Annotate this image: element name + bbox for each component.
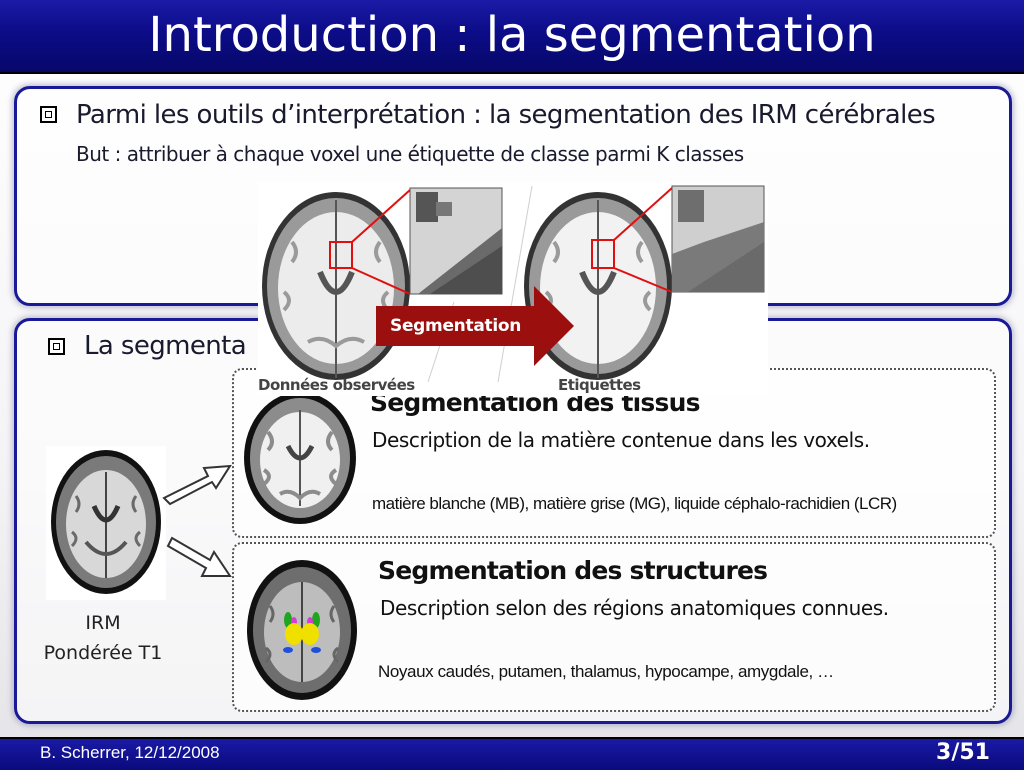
footer-bar <box>0 737 1024 770</box>
tissue-segmented-brain-image <box>240 386 360 526</box>
structure-segmented-brain-image <box>244 556 360 702</box>
tissue-segmentation-box <box>232 368 996 538</box>
tissue-classes: matière blanche (MB), matière grise (MG)… <box>372 494 897 513</box>
arrow-to-structures-icon <box>166 536 232 577</box>
structures-examples: Noyaux caudés, putamen, thalamus, hypoca… <box>378 662 834 681</box>
right-image-caption: Etiquettes <box>558 376 641 394</box>
input-caption-line1: IRM <box>85 612 121 634</box>
segmentation-arrow-label: Segmentation <box>390 316 522 336</box>
structures-description: Description selon des régions anatomique… <box>380 596 889 620</box>
top-bullet-main: Parmi les outils d’interprétation : la s… <box>76 100 936 130</box>
input-caption-line2: Pondérée T1 <box>43 642 163 664</box>
structure-segmentation-box <box>232 542 996 712</box>
tissue-description: Description de la matière contenue dans … <box>372 428 870 452</box>
page-number: 3/51 <box>936 740 990 765</box>
input-caption: IRM Pondérée T1 <box>28 608 178 668</box>
checkbox-bullet-icon <box>40 106 57 123</box>
left-image-caption: Données observées <box>258 376 415 394</box>
checkbox-bullet-icon <box>48 338 65 355</box>
top-bullet-sub: But : attribuer à chaque voxel une étiqu… <box>76 142 744 166</box>
title-bar <box>0 0 1024 74</box>
t1-mri-image <box>46 446 166 600</box>
footer-author-date: B. Scherrer, 12/12/2008 <box>40 743 220 762</box>
segmentation-illustration: Segmentation Données observées Etiquette… <box>258 182 768 396</box>
bottom-bullet-main: La segmenta <box>84 331 247 361</box>
structures-title: Segmentation des structures <box>378 556 768 585</box>
slide-title: Introduction : la segmentation <box>148 7 876 63</box>
arrow-to-tissue-icon <box>162 464 232 506</box>
